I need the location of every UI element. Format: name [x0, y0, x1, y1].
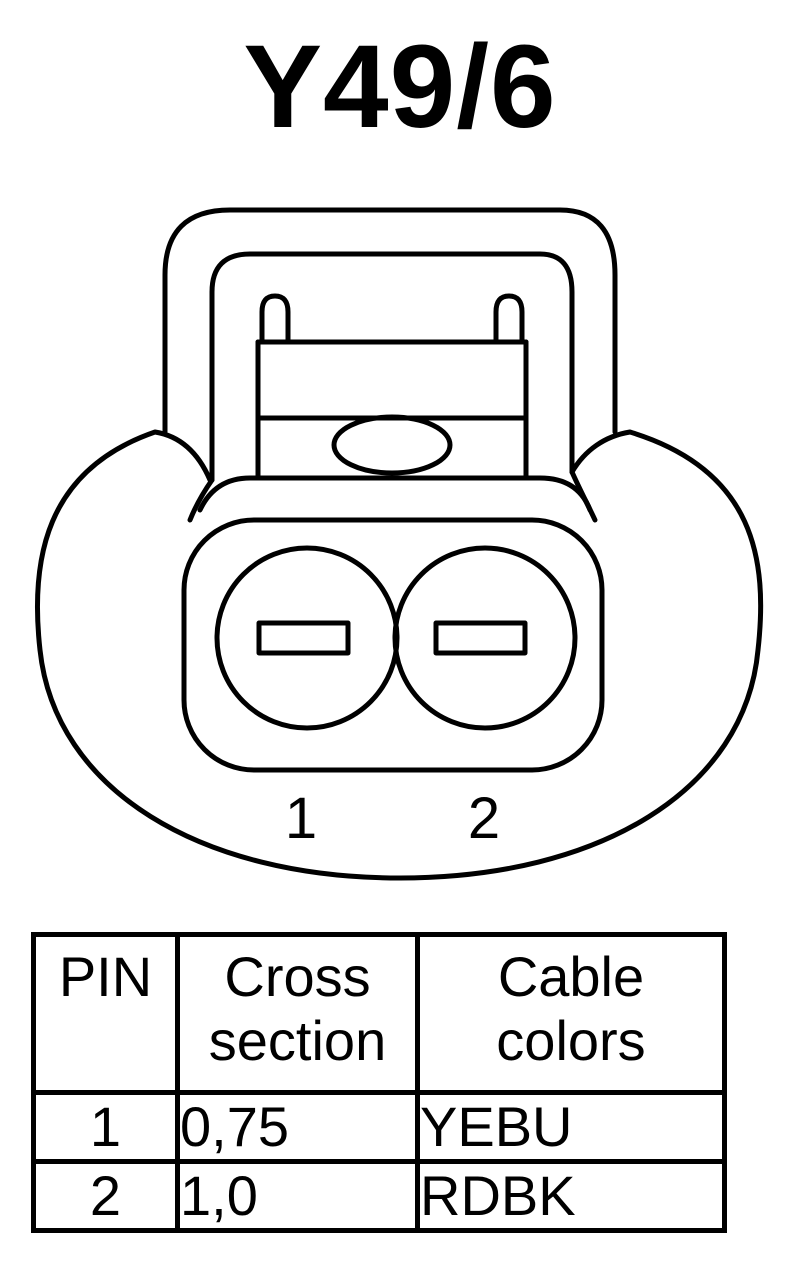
cell-cable-color: YEBU — [415, 1090, 727, 1164]
cell-cross-section: 0,75 — [175, 1090, 420, 1164]
latch-outer-arch — [162, 207, 618, 435]
pin-label-2: 2 — [468, 786, 500, 851]
latch-inner-arch — [209, 251, 575, 483]
latch-post-left — [259, 293, 291, 345]
receptacle-housing — [181, 517, 605, 773]
latch-post-right — [493, 293, 525, 345]
receptacle-shelf — [197, 475, 593, 513]
pin-label-1: 1 — [285, 786, 317, 851]
header-cable-colors-line-1: Cable — [497, 945, 645, 1008]
header-cross-section-line-1: Cross — [224, 945, 371, 1008]
pin-cavity-2 — [392, 545, 578, 731]
pin-cavity-1 — [214, 545, 400, 731]
connector-title: Y49/6 — [243, 21, 557, 153]
pin-assignment-table: PIN Cross section Cable colors 1 0,75 YE… — [31, 932, 727, 1233]
header-cable-colors: Cable colors — [415, 932, 727, 1095]
table-row: 2 1,0 RDBK — [31, 1159, 727, 1233]
header-pin: PIN — [31, 932, 180, 1095]
cell-pin: 2 — [31, 1159, 180, 1233]
pin-terminal-2 — [433, 620, 528, 656]
connector-drawing: 1 2 — [34, 207, 764, 881]
header-pin-text: PIN — [58, 945, 153, 1008]
latch-button — [331, 414, 453, 476]
table-header-row: PIN Cross section Cable colors — [31, 932, 727, 1095]
header-cross-section: Cross section — [175, 932, 420, 1095]
header-cable-colors-line-2: colors — [496, 1009, 646, 1072]
housing-shoulder-left — [187, 477, 215, 523]
connector-housing-outline — [34, 429, 764, 881]
cell-cross-section: 1,0 — [175, 1159, 420, 1233]
cell-pin: 1 — [31, 1090, 180, 1164]
cell-cable-color: RDBK — [415, 1159, 727, 1233]
connector-diagram: 1 2 — [34, 207, 764, 881]
pin-terminal-1 — [256, 620, 351, 656]
header-cross-section-line-2: section — [208, 1009, 387, 1072]
table-row: 1 0,75 YEBU — [31, 1090, 727, 1164]
